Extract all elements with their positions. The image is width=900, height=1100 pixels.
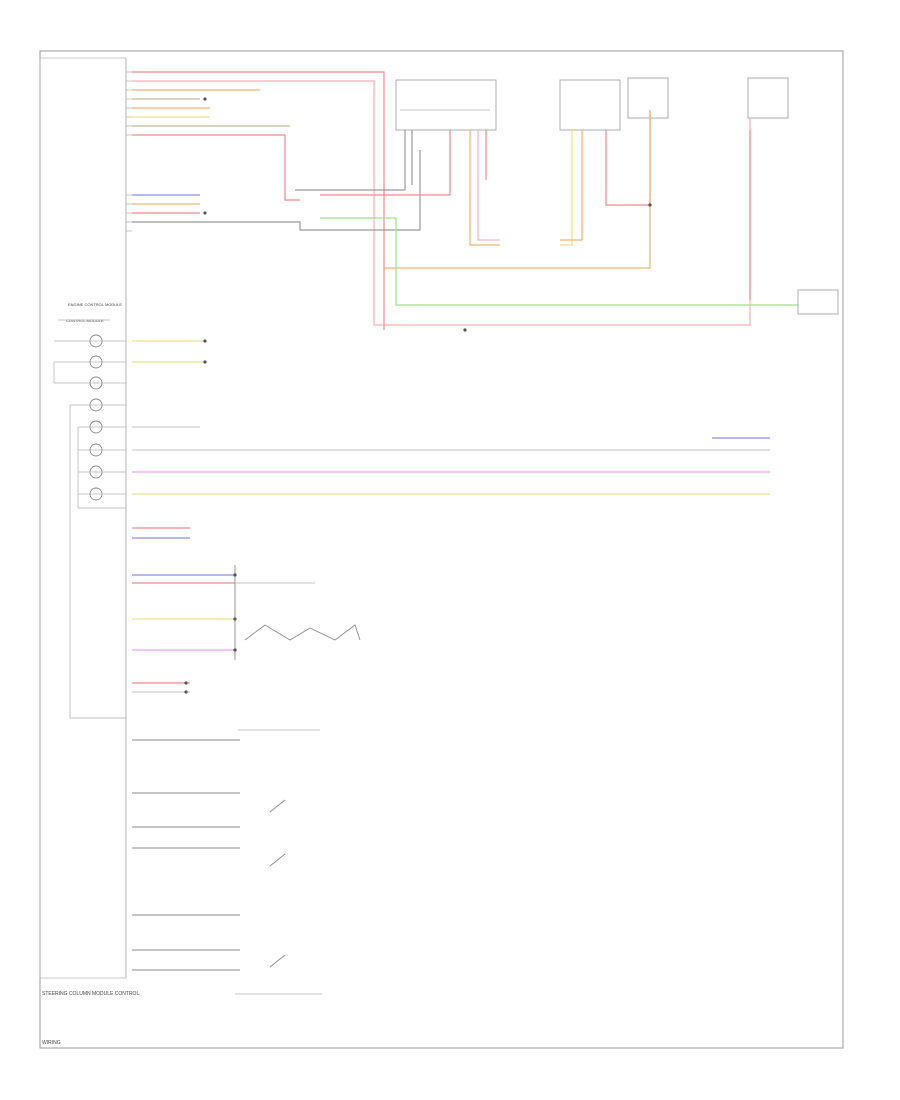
bottom-switches (132, 729, 322, 995)
ecm-module (39, 57, 127, 979)
ecm-label: ENGINE CONTROL MODULE (68, 302, 122, 307)
harness-runs (320, 110, 839, 315)
bottom-module-label: STEERING COLUMN MODULE CONTROL (42, 991, 139, 997)
ecm-sublabel: CONTROL MODULE (66, 318, 104, 323)
top-connectors (395, 77, 789, 131)
page-frame (39, 50, 844, 1049)
pin-ticks (126, 71, 132, 232)
switch-circuits (132, 527, 361, 693)
ecm-internal-circuits (53, 334, 126, 719)
splice-dots (184, 97, 652, 694)
connector-wires (295, 110, 751, 300)
ecm-label-block: ENGINE CONTROL MODULE CONTROL MODULE (58, 302, 122, 323)
footer-label: WIRING (42, 1040, 61, 1046)
signal-wires (132, 340, 770, 495)
